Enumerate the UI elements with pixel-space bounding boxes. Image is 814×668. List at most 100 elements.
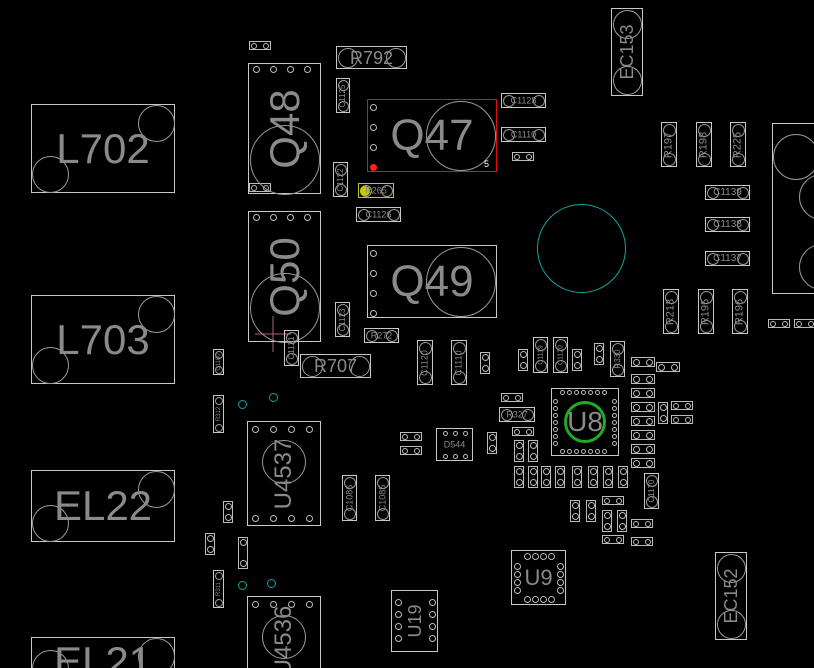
- small-component[interactable]: [501, 393, 523, 402]
- small-component[interactable]: [768, 319, 790, 328]
- small-component[interactable]: [671, 401, 693, 410]
- small-component[interactable]: [238, 537, 248, 569]
- small-component[interactable]: [480, 352, 490, 374]
- component-c1137[interactable]: C1137: [705, 251, 750, 266]
- small-component[interactable]: [518, 349, 528, 371]
- component-q48[interactable]: Q48: [248, 63, 321, 195]
- component-r213[interactable]: R213: [663, 289, 679, 334]
- component-ec153[interactable]: EC153: [611, 8, 643, 96]
- small-component[interactable]: [528, 466, 538, 488]
- component-c1139[interactable]: C1139: [705, 185, 750, 200]
- component-r792[interactable]: R792: [336, 46, 407, 69]
- small-component[interactable]: [671, 415, 693, 424]
- small-component[interactable]: [602, 510, 612, 532]
- small-component[interactable]: [631, 537, 653, 546]
- small-component[interactable]: [631, 458, 655, 468]
- component-el21[interactable]: EL21: [31, 637, 175, 668]
- via-net[interactable]: [267, 579, 276, 588]
- component-c1120[interactable]: C1120: [417, 340, 433, 385]
- small-component[interactable]: [541, 466, 551, 488]
- small-component[interactable]: [617, 510, 627, 532]
- component-u8[interactable]: U8: [551, 388, 619, 456]
- small-component[interactable]: [602, 535, 624, 544]
- component-ec152[interactable]: EC152: [715, 552, 747, 640]
- small-component[interactable]: [572, 466, 582, 488]
- small-component[interactable]: [588, 466, 598, 488]
- small-component[interactable]: [570, 500, 580, 522]
- component-r265[interactable]: R265: [358, 183, 394, 198]
- mounting-hole-net-ring[interactable]: [537, 204, 626, 293]
- small-component[interactable]: [603, 466, 613, 488]
- component-r272[interactable]: R272: [364, 328, 399, 343]
- component-r327[interactable]: R327: [499, 407, 535, 422]
- component-c1122[interactable]: C1122: [333, 162, 348, 197]
- component-c1086[interactable]: C1086: [342, 475, 357, 521]
- component-u4537[interactable]: U4537: [247, 421, 321, 526]
- component-c1085[interactable]: C1085: [375, 475, 390, 521]
- small-component[interactable]: [658, 402, 668, 424]
- component-r196[interactable]: R196: [732, 289, 748, 334]
- component-r311[interactable]: R311: [213, 570, 224, 608]
- component-u4536[interactable]: U4536: [247, 596, 321, 668]
- component-c1120b[interactable]: C1120: [553, 337, 568, 373]
- component-c1111[interactable]: C1110: [501, 127, 546, 142]
- component-r225[interactable]: R225: [730, 122, 746, 167]
- component-c1121[interactable]: C1121: [284, 330, 299, 366]
- highlighted-pin[interactable]: [360, 186, 370, 196]
- small-component[interactable]: [656, 362, 680, 372]
- via-net[interactable]: [238, 400, 247, 409]
- component-q49[interactable]: Q49: [367, 245, 497, 318]
- small-component[interactable]: [514, 440, 524, 462]
- small-component[interactable]: [618, 466, 628, 488]
- component-c1125[interactable]: C1125: [336, 78, 350, 113]
- small-component[interactable]: [794, 319, 814, 328]
- small-component[interactable]: [249, 41, 271, 50]
- small-component[interactable]: [594, 343, 604, 365]
- component-r197[interactable]: R197: [661, 122, 677, 167]
- component-r330[interactable]: R330: [610, 341, 625, 377]
- component-c1138[interactable]: C1138: [705, 217, 750, 232]
- small-component[interactable]: [400, 446, 422, 455]
- component-d544[interactable]: D544: [436, 428, 473, 461]
- component-c1123[interactable]: C1123: [335, 302, 350, 337]
- small-component[interactable]: [631, 416, 655, 426]
- component-l703[interactable]: L703: [31, 295, 175, 384]
- component-u19[interactable]: U19: [391, 590, 438, 652]
- component-r312[interactable]: R312: [213, 395, 224, 433]
- component-r195[interactable]: R195: [698, 289, 714, 334]
- via-net[interactable]: [238, 581, 247, 590]
- inductor-outline[interactable]: [772, 123, 814, 294]
- via-net[interactable]: [269, 393, 278, 402]
- component-c1180[interactable]: C1180: [213, 349, 224, 375]
- component-r198[interactable]: R198: [696, 122, 712, 167]
- small-component[interactable]: [586, 500, 596, 522]
- small-component[interactable]: [602, 496, 624, 505]
- small-component[interactable]: [631, 374, 655, 384]
- small-component[interactable]: [512, 427, 534, 436]
- component-c1110[interactable]: C1110: [451, 340, 467, 385]
- component-c1119[interactable]: C1119: [533, 337, 548, 373]
- small-component[interactable]: [487, 432, 497, 454]
- small-component[interactable]: [555, 466, 565, 488]
- component-c1126[interactable]: C1126: [356, 207, 401, 222]
- small-component[interactable]: [512, 152, 534, 161]
- small-component[interactable]: [631, 519, 653, 528]
- component-q50[interactable]: Q50: [248, 211, 321, 343]
- small-component[interactable]: [631, 402, 655, 412]
- small-component[interactable]: [631, 444, 655, 454]
- component-l702[interactable]: L702: [31, 104, 175, 193]
- small-component[interactable]: [572, 349, 582, 371]
- small-component[interactable]: [223, 501, 233, 523]
- small-component[interactable]: [631, 357, 655, 367]
- component-u9[interactable]: U9: [511, 550, 566, 605]
- component-c1128[interactable]: C1128: [501, 93, 546, 108]
- small-component[interactable]: [631, 430, 655, 440]
- component-el22[interactable]: EL22: [31, 470, 175, 542]
- component-r707[interactable]: R707: [300, 354, 371, 378]
- small-component[interactable]: [631, 388, 655, 398]
- small-component[interactable]: [514, 466, 524, 488]
- component-c1170[interactable]: C1170: [644, 473, 659, 509]
- small-component[interactable]: [400, 432, 422, 441]
